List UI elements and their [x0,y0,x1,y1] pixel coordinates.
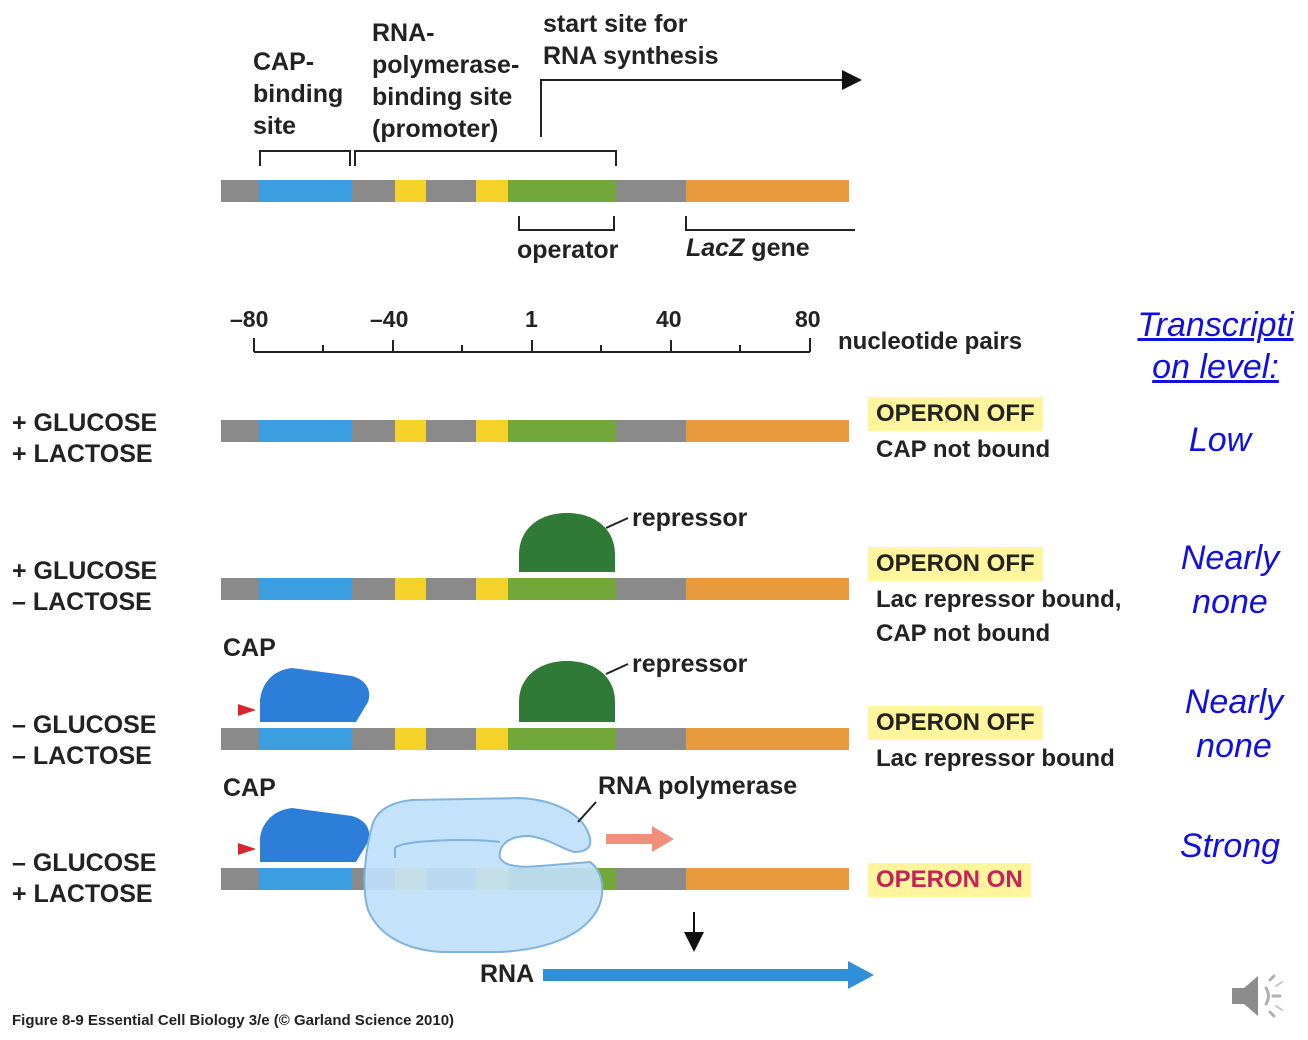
operator-bracket [518,216,615,231]
row-2-level-line-2: none [1192,583,1268,621]
row-2-glucose: + GLUCOSE [12,557,158,585]
scale-tick-minus-40: –40 [370,306,409,332]
promoter-line-2: polymerase- [372,51,520,79]
row-1-details: CAP not bound [876,433,1050,467]
start-site-arrow [540,70,862,137]
row-4-level-line-1: Strong [1179,827,1281,865]
promoter-bracket [354,150,617,166]
row-1-level-line-1: Low [1188,421,1252,459]
transcription-direction-arrow [606,826,674,852]
cap-label-row-3: CAP [223,634,276,662]
transcription-header-line-2: on level: [1152,348,1279,386]
promoter-label: RNA- polymerase- binding site (promoter) [372,17,519,145]
scale-unit-label: nucleotide pairs [838,328,1023,355]
row-2-lactose: – LACTOSE [12,588,152,616]
dna-strip-row-3 [221,728,849,750]
cap-site-line-1: CAP- [253,48,315,76]
lacz-italic: LacZ [686,234,745,262]
row-4-conditions: – GLUCOSE + LACTOSE [12,848,156,910]
nucleotide-scale [253,338,811,353]
row-3-glucose: – GLUCOSE [12,711,157,739]
rna-polymerase-inner [394,839,501,858]
row-3-lactose: – LACTOSE [12,742,152,770]
repressor-shape-row-3 [519,661,615,722]
figure-caption: Figure 8-9 Essential Cell Biology 3/e (©… [12,1012,455,1029]
rna-polymerase-shape [363,796,604,953]
cap-label-row-4: CAP [223,774,276,802]
promoter-line-4: (promoter) [372,115,499,143]
row-2-detail-1: Lac repressor bound, [876,586,1122,613]
repressor-label-row-2: repressor [632,504,748,532]
cap-site-line-3: site [253,112,297,140]
repressor-pointer-row-3 [605,663,629,675]
dna-strip-row-1 [221,420,849,442]
scale-tick-80: 80 [795,306,821,332]
promoter-line-1: RNA- [372,19,435,47]
row-4-lactose: + LACTOSE [12,880,153,908]
scale-tick-1: 1 [525,306,538,332]
cap-protein-row-4 [260,808,370,862]
row-3-status: OPERON OFF [868,706,1043,740]
row-3-detail-1: Lac repressor bound [876,745,1115,772]
row-2-detail-2: CAP not bound [876,620,1051,647]
row-1-conditions: + GLUCOSE + LACTOSE [12,408,157,470]
row-2-details: Lac repressor bound, CAP not bound [876,583,1121,651]
row-3-details: Lac repressor bound [876,742,1115,776]
gene-word: gene [744,234,810,262]
row-1-status: OPERON OFF [868,397,1043,431]
repressor-label-row-3: repressor [632,650,748,678]
cap-protein-row-3 [260,668,370,722]
rna-polymerase-label: RNA polymerase [598,772,798,800]
start-site-line-1: start site for [543,10,688,38]
scale-tick-minus-80: –80 [230,306,269,332]
rna-transcript-arrow [543,961,874,989]
camp-marker-row-4 [238,843,256,855]
row-2-status: OPERON OFF [868,547,1043,581]
start-site-label: start site for RNA synthesis [543,8,719,72]
cap-site-line-2: binding [253,80,344,108]
row-3-level: Nearly none [1154,680,1308,768]
dna-strip-row-2 [221,578,849,600]
row-2-level-line-1: Nearly [1180,539,1280,577]
lacz-bracket [685,216,855,231]
row-1-detail-1: CAP not bound [876,436,1051,463]
start-site-line-2: RNA synthesis [543,42,719,70]
row-4-level: Strong [1150,824,1308,868]
rna-label: RNA [480,960,535,988]
scale-tick-40: 40 [656,306,682,332]
camp-marker-row-3 [238,704,256,716]
cap-binding-site-label: CAP- binding site [253,46,343,142]
row-1-glucose: + GLUCOSE [12,409,158,437]
row-2-conditions: + GLUCOSE – LACTOSE [12,556,157,618]
row-1-level: Low [1140,418,1300,462]
dna-strip-top [221,180,849,202]
row-3-level-line-1: Nearly [1184,683,1284,721]
repressor-shape-row-2 [519,513,615,572]
promoter-line-3: binding site [372,83,513,111]
cap-site-bracket [259,150,351,166]
row-2-level: Nearly none [1150,536,1308,624]
row-1-lactose: + LACTOSE [12,440,153,468]
transcription-header-line-1: Transcripti [1137,306,1294,344]
operator-label: operator [517,236,619,264]
speaker-icon[interactable] [1226,966,1292,1026]
row-4-status: OPERON ON [868,863,1031,897]
lacz-gene-label: LacZ gene [686,232,810,264]
transcription-level-header: Transcripti on level: [1128,304,1303,388]
row-3-conditions: – GLUCOSE – LACTOSE [12,710,156,772]
rna-polymerase-pointer [577,801,597,823]
row-4-glucose: – GLUCOSE [12,849,157,877]
row-3-level-line-2: none [1196,727,1272,765]
repressor-pointer-row-2 [605,517,629,529]
speaker-icon-graphic [1232,974,1283,1018]
